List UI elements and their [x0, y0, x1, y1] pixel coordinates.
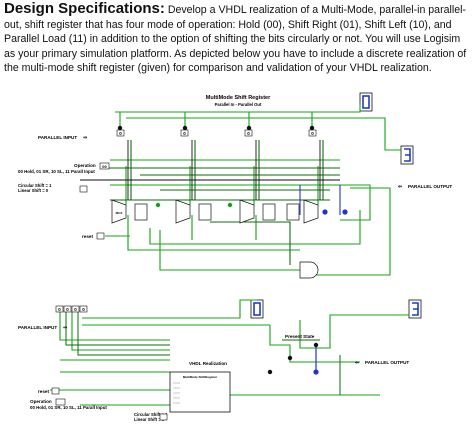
bottom-input-bit-0[interactable]: 0 [58, 307, 61, 312]
top-operation-pin[interactable] [99, 162, 110, 170]
top-mode-help: 00 Hold, 01 SR, 10 SL, 11 Parall Input [18, 169, 95, 174]
top-output-hex-display [400, 145, 414, 165]
top-muxes [111, 199, 319, 224]
vhdl-component-title: MultiMode ShiftRegister [183, 375, 218, 379]
bottom-state-dots [267, 342, 319, 375]
top-wires-green [105, 104, 401, 276]
spec-heading: Design Specifications: [4, 0, 165, 17]
bottom-vhdl-label: VHDL Realization [189, 361, 227, 366]
top-output-arrow: ⇐ [398, 185, 403, 190]
bottom-mode-help: 00 Hold, 01 SR, 10 SL, 11 Parall Input [30, 405, 107, 410]
top-input-bit-3[interactable]: 0 [311, 131, 314, 136]
top-mux-label: MUX [116, 211, 123, 215]
top-input-bit-0[interactable]: 0 [119, 131, 122, 136]
spec-body: Develop a VHDL realization of a Multi-Mo… [4, 4, 467, 75]
top-input-pins: 0 0 0 0 [116, 129, 317, 137]
top-parallel-input-arrow: ⇒ [83, 135, 88, 141]
bottom-circular-shift-pin[interactable] [159, 413, 168, 421]
bottom-parallel-input-arrow: ⇒ [63, 325, 68, 331]
top-reset-label: reset [82, 234, 93, 239]
bottom-input-pins: 0 0 0 0 [55, 305, 88, 313]
bottom-hex-display-left [250, 299, 264, 319]
top-parallel-output-label: PARALLEL OUTPUT [408, 184, 452, 189]
top-operation-label: Operation [74, 163, 96, 168]
top-circuit: MultiMode Shift Register Parallel In - P… [18, 92, 452, 279]
bottom-wires-green [50, 299, 409, 406]
top-circular-shift-pin[interactable] [79, 185, 88, 193]
top-circular-shift-line2: Linear Shift = 0 [18, 188, 49, 193]
top-and-gate [299, 261, 319, 279]
bottom-output-arrow: ⇐ [355, 361, 360, 366]
top-input-bit-1[interactable]: 0 [183, 131, 186, 136]
top-circuit-subtitle: Parallel In - Parallel Out [215, 102, 262, 107]
bottom-parallel-output-label: PARALLEL OUTPUT [365, 360, 409, 365]
bottom-reset-label: reset [38, 389, 49, 394]
top-wires-dark [100, 140, 340, 265]
top-flipflops [134, 203, 300, 221]
vhdl-component: MultiMode ShiftRegister [169, 371, 231, 413]
top-wires-black [80, 140, 340, 200]
top-reset-pin[interactable] [96, 232, 105, 240]
top-circular-shift-line1: Circular Shift = 1 [18, 183, 52, 188]
bottom-parallel-input-label: PARALLEL INPUT [18, 325, 57, 330]
top-circuit-title: MultiMode Shift Register [206, 95, 271, 101]
bottom-wires-dark [65, 312, 341, 395]
bottom-reset-pin[interactable] [51, 387, 60, 395]
top-junctions [117, 125, 348, 215]
top-parallel-input-label: PARALLEL INPUT [38, 135, 77, 140]
bottom-present-state-label: Present State [285, 334, 315, 339]
top-wires-blue [299, 185, 341, 215]
specification-text: Design Specifications: Develop a VHDL re… [4, 0, 470, 76]
bottom-circuit: 0 0 0 0 PARALLEL INPUT ⇒ Present State V… [18, 299, 422, 422]
bottom-circular-shift-line1: Circular Shift = 1 [134, 412, 168, 417]
bottom-input-bit-2[interactable]: 0 [74, 307, 77, 312]
bottom-operation-label: Operation [30, 399, 52, 404]
bottom-operation-pin[interactable] [55, 398, 66, 406]
top-operation-value[interactable]: 00 [102, 164, 107, 169]
bottom-circular-shift-line2: Linear Shift = 0 [134, 417, 165, 422]
bottom-input-bit-1[interactable]: 0 [66, 307, 69, 312]
bottom-input-bit-3[interactable]: 0 [82, 307, 85, 312]
top-hex-display [359, 92, 373, 112]
bottom-hex-display-right [408, 299, 422, 319]
top-input-bit-2[interactable]: 0 [247, 131, 250, 136]
